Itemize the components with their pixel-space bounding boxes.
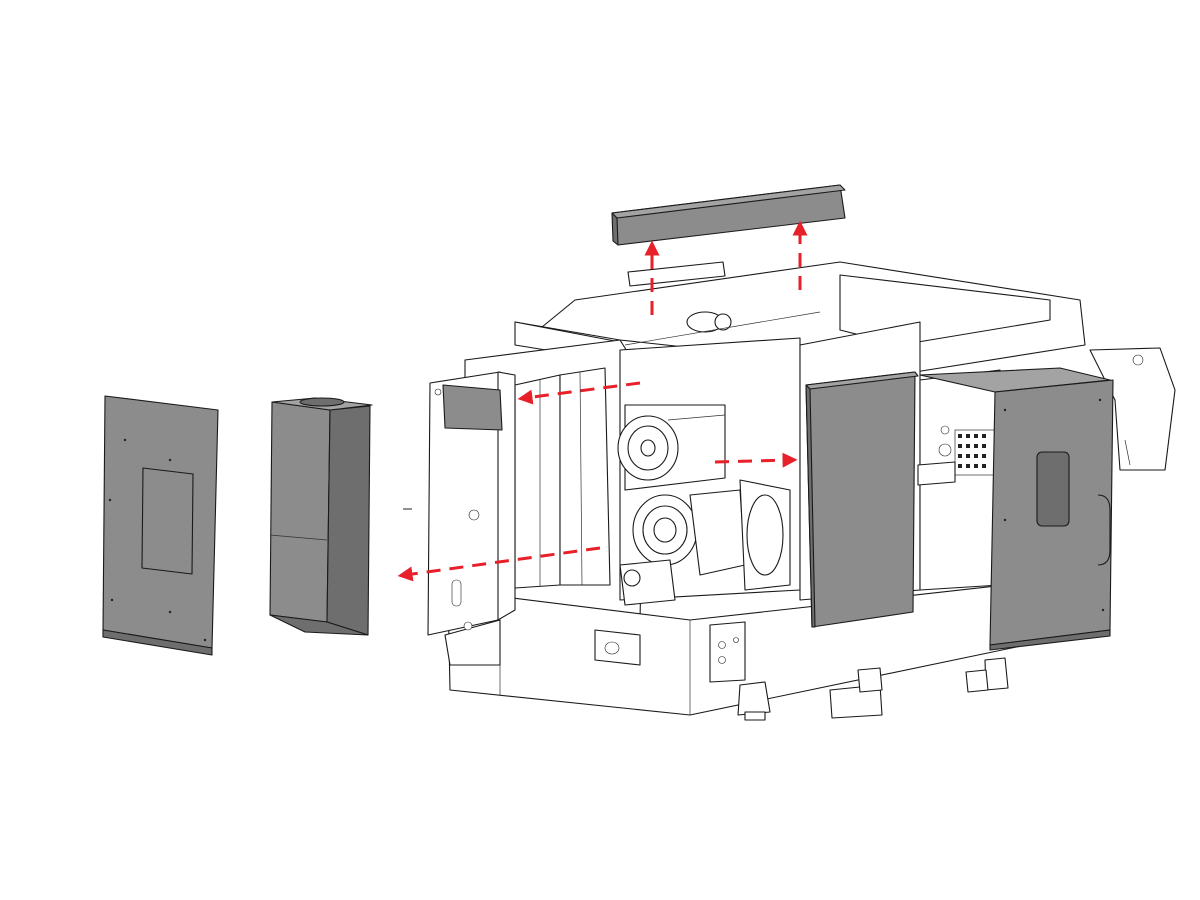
base-left-plate: [444, 619, 501, 666]
machine-inner-panel-a: [514, 374, 561, 589]
access-plate: [141, 467, 194, 575]
leveling-foot-2: [829, 667, 883, 719]
center-panel: [805, 371, 919, 628]
arrow-pull-right: [714, 452, 798, 468]
rear-left-panel: [102, 395, 219, 656]
door-handle: [1097, 494, 1111, 566]
top-cover: [611, 184, 846, 246]
arrow-pull-left-lower: [397, 546, 601, 582]
leveling-foot-3: [965, 657, 1009, 693]
base-access-cutout: [594, 629, 641, 666]
arrow-pull-left-upper: [517, 381, 641, 405]
leveling-foot-1: [737, 681, 771, 721]
side-panel-duct: [442, 384, 503, 431]
box-cover: [269, 397, 373, 636]
spindle-motor: [617, 404, 726, 491]
machine-inner-panel-b: [559, 367, 611, 586]
spindle-assembly: [619, 479, 791, 606]
machine-right-exhaust: [1089, 347, 1176, 471]
right-door-panel: [919, 367, 1114, 651]
door-window: [1036, 451, 1070, 527]
removal-arrows: [397, 220, 808, 582]
base-connector-plate: [709, 621, 746, 683]
side-panel-open: [427, 371, 516, 636]
